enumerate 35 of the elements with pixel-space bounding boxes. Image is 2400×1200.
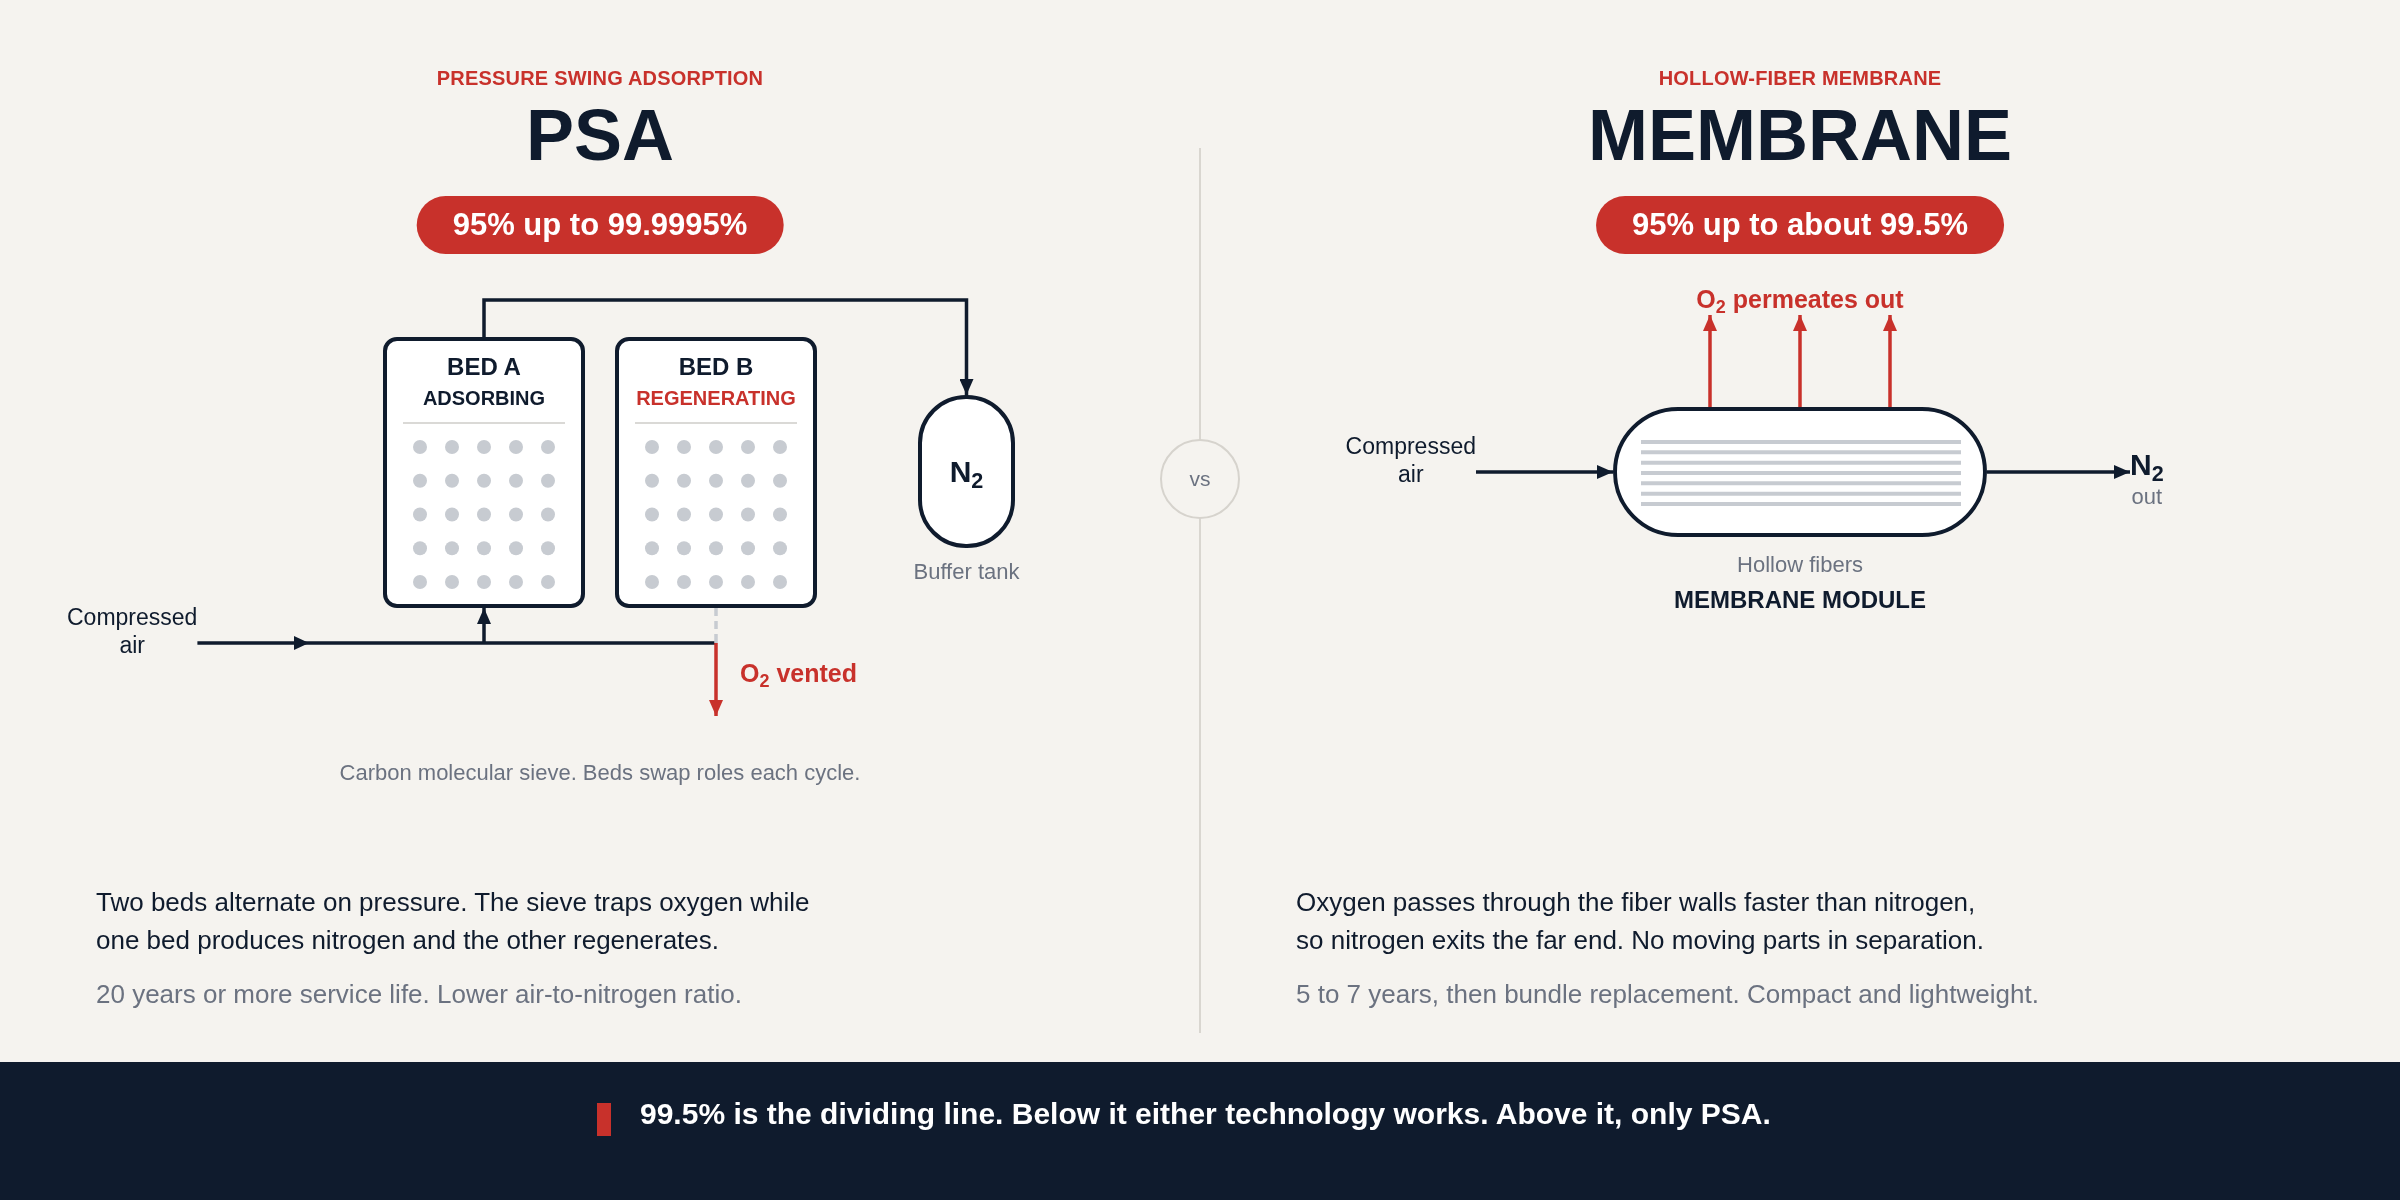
- node-caption: Hollow fibers: [1737, 551, 1863, 579]
- section-subtitle: HOLLOW-FIBER MEMBRANE: [1658, 66, 1942, 90]
- flow-arrow: [482, 298, 974, 395]
- flow-arrow: [709, 608, 723, 716]
- stream-label: Compressed air: [67, 603, 198, 659]
- caption-text: 99.5% is the dividing line. Below it either technology works. Above it, only PSA.: [640, 1096, 1771, 1132]
- gas-formula: N$_{2}$: [949, 453, 984, 490]
- section-title: MEMBRANE: [1588, 95, 2012, 175]
- stream-label: Compressed air: [1345, 432, 1476, 488]
- bed-status: ADSORBING: [422, 386, 546, 410]
- adsorber-bed: [383, 337, 585, 608]
- flow-arrow: [1883, 315, 1897, 407]
- outlet-note: out: [2131, 483, 2163, 511]
- purity-range-badge: 95% up to 99.9995%: [416, 196, 784, 254]
- node-heading: MEMBRANE MODULE: [1674, 585, 1926, 615]
- flow-arrow: [1987, 465, 2130, 479]
- bed-status: REGENERATING: [636, 386, 796, 410]
- description-text: Oxygen passes through the fiber walls faster than nitrogen, so nitrogen exits the far end. No moving parts in separation.: [1296, 886, 1985, 957]
- service-life-note: 5 to 7 years, then bundle replacement. Compact and lightweight.: [1296, 978, 2039, 1011]
- flow-arrow: [1476, 465, 1613, 479]
- diagram-note: Carbon molecular sieve. Beds swap roles each cycle.: [339, 759, 861, 787]
- adsorber-bed: [615, 337, 817, 608]
- bed-title: BED B: [678, 352, 754, 382]
- description-text: Two beds alternate on pressure. The sieve traps oxygen while one bed produces nitrogen and the other regenerates.: [96, 886, 811, 957]
- purity-range-badge: 95% up to about 99.5%: [1596, 196, 2004, 254]
- flow-arrow: [1703, 315, 1717, 407]
- gas-formula: N$_{2}$: [2130, 447, 2164, 483]
- versus-badge: vs: [1160, 439, 1240, 519]
- section-title: PSA: [526, 95, 674, 175]
- section-subtitle: PRESSURE SWING ADSORPTION: [436, 66, 764, 90]
- bed-title: BED A: [447, 352, 521, 382]
- flow-arrow: [1793, 315, 1807, 407]
- node-caption: Buffer tank: [913, 558, 1020, 586]
- flow-label: O$_{2}$ permeates out: [1696, 283, 1904, 315]
- service-life-note: 20 years or more service life. Lower air-to-nitrogen ratio.: [96, 978, 742, 1011]
